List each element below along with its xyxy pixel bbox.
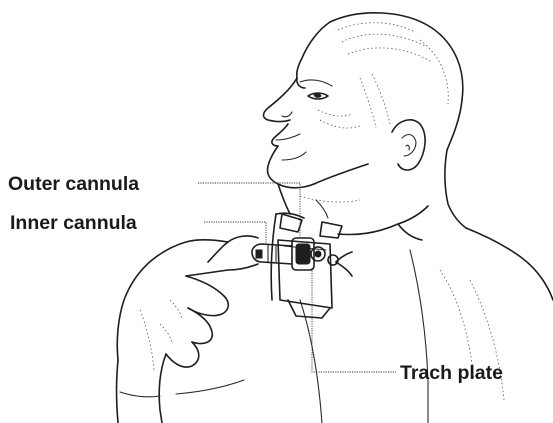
trach-device-drawing [252,214,352,318]
label-outer-cannula: Outer cannula [8,173,139,195]
leader-trach-plate [312,268,396,372]
label-trach-plate: Trach plate [400,362,503,384]
label-inner-cannula: Inner cannula [10,212,137,234]
neck-and-shirt-drawing [271,184,553,423]
hand-drawing [117,236,259,423]
leader-lines [198,183,396,372]
head-drawing [264,13,467,228]
